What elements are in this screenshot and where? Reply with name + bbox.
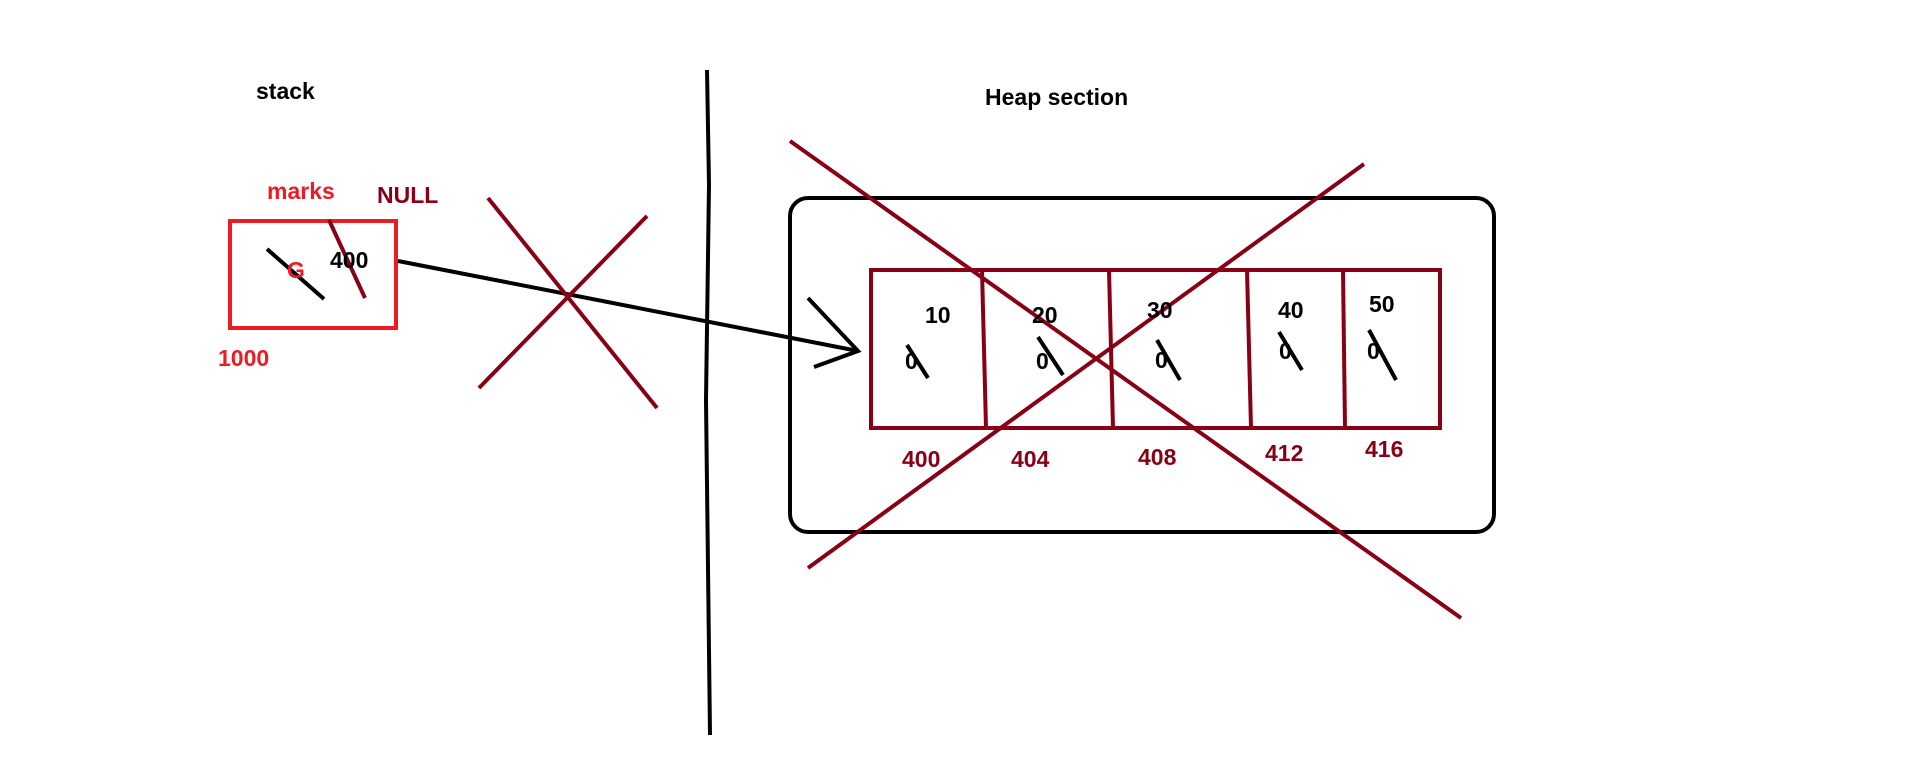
cell-value: 10 [925, 302, 951, 328]
heap-block [788, 196, 1496, 534]
cell-value: 40 [1278, 297, 1304, 323]
new-value-label: NULL [377, 182, 439, 208]
link-cross-stroke-1 [486, 196, 659, 410]
variable-address-label: 1000 [218, 345, 270, 371]
stack-heap-divider [703, 69, 712, 736]
array-cell-divider [1341, 269, 1347, 429]
heap-array [869, 268, 1442, 430]
old-value-strike [265, 247, 326, 301]
old-zero-strike [1155, 339, 1182, 381]
array-cell-divider [1245, 269, 1253, 429]
cell-value: 30 [1147, 297, 1173, 323]
cell-old-value: 0 [905, 348, 918, 374]
cell-old-value: 0 [1367, 338, 1380, 364]
heap-cross-stroke-2 [806, 162, 1366, 570]
old-zero-strike [1277, 330, 1304, 372]
pointer-arrow-line [397, 259, 859, 353]
cell-value: 50 [1369, 291, 1395, 317]
old-zero-strike [1367, 329, 1398, 381]
cell-address: 408 [1138, 444, 1177, 470]
array-outline [869, 268, 1442, 430]
stack-title: stack [256, 78, 315, 104]
cell-address: 412 [1265, 440, 1304, 466]
heap-cross-stroke-1 [788, 139, 1463, 620]
variable-name-label: marks [267, 178, 335, 204]
pointer-arrow-head [806, 296, 862, 369]
cell-address: 404 [1011, 446, 1050, 472]
pointer-value-strike [327, 219, 367, 299]
pointer-value-label: 400 [330, 247, 369, 273]
cell-value: 20 [1032, 302, 1058, 328]
marks-variable-box [228, 219, 398, 330]
cell-old-value: 0 [1155, 347, 1168, 373]
cell-old-value: 0 [1279, 338, 1292, 364]
old-zero-strike [1036, 335, 1065, 377]
link-cross-stroke-2 [477, 214, 649, 390]
old-value-label: G [287, 257, 305, 283]
cell-old-value: 0 [1036, 348, 1049, 374]
cell-address: 416 [1365, 436, 1404, 462]
old-zero-strike [905, 343, 930, 380]
heap-title: Heap section [985, 84, 1129, 110]
array-cell-divider [980, 269, 988, 429]
cell-address: 400 [902, 446, 941, 472]
